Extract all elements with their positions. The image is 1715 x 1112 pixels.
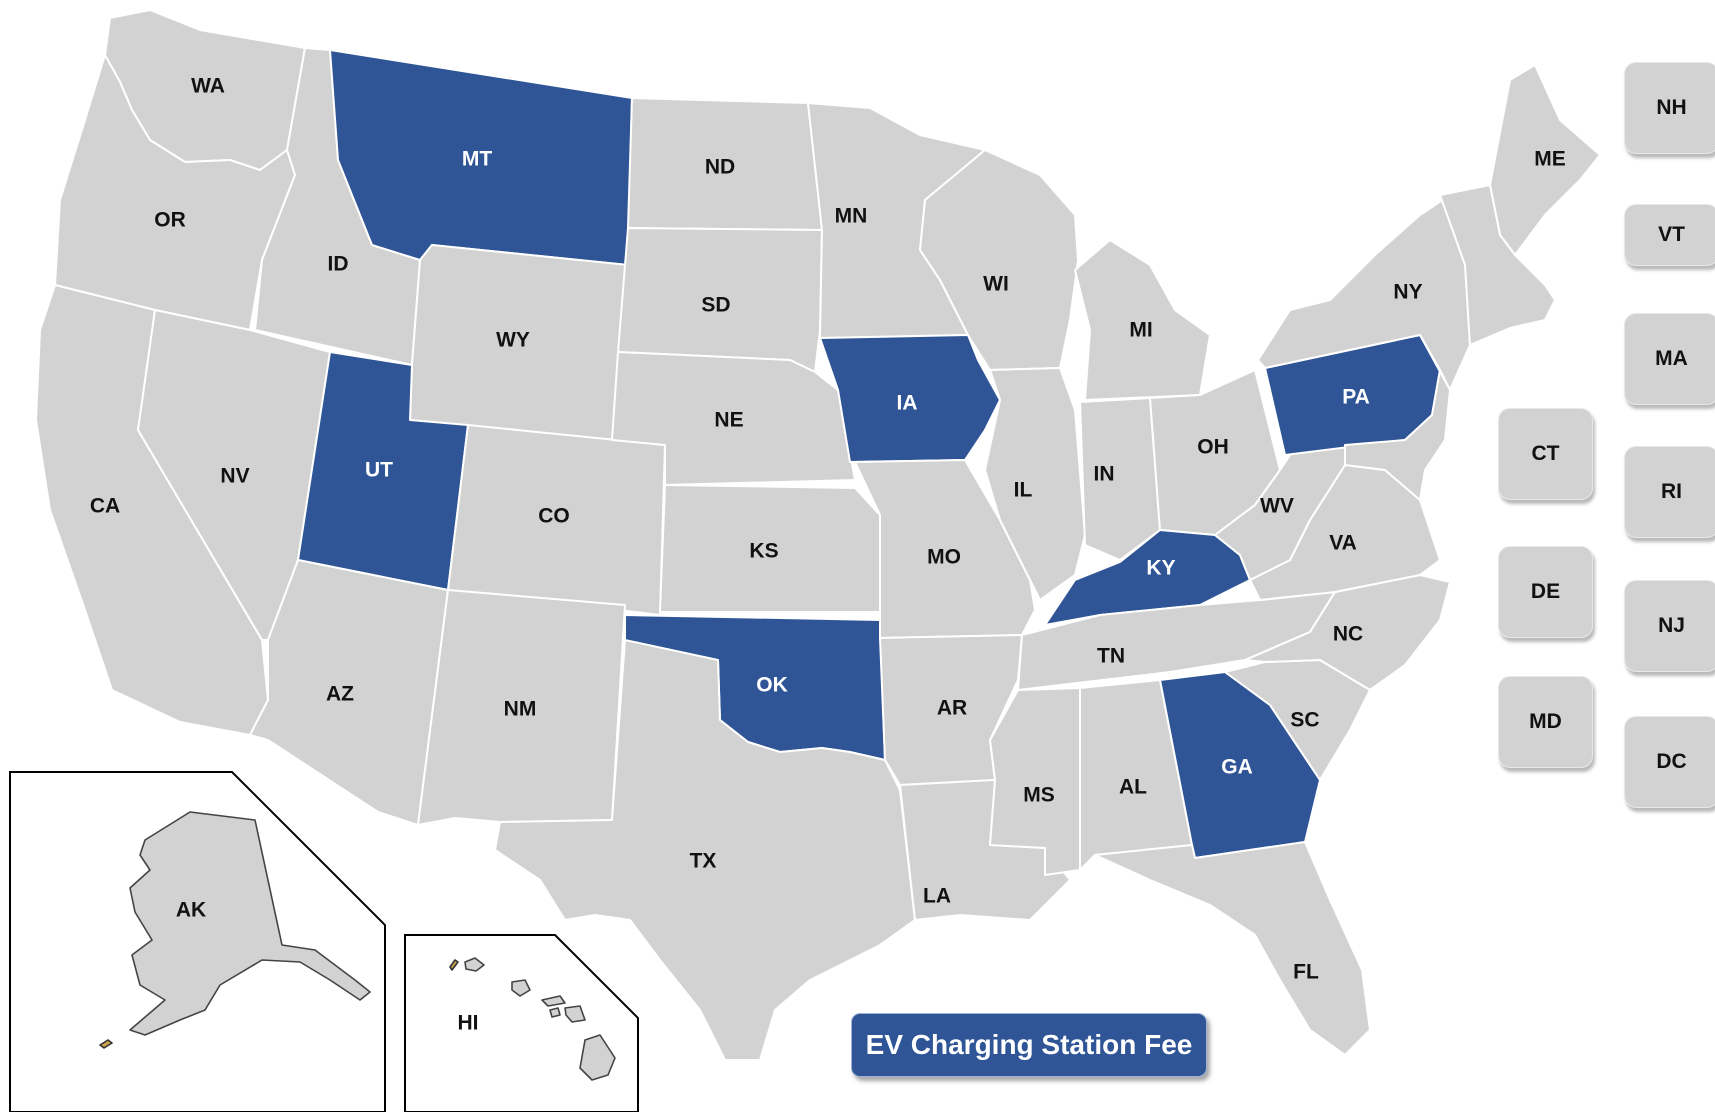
small-state-box-NJ[interactable]: NJ xyxy=(1624,580,1715,672)
state-ME[interactable] xyxy=(1489,64,1601,256)
state-IN[interactable] xyxy=(1079,397,1161,561)
legend-label: EV Charging Station Fee xyxy=(865,1029,1193,1060)
alaska-inset xyxy=(9,771,386,1112)
state-KS[interactable] xyxy=(659,484,881,613)
small-state-label: MD xyxy=(1529,710,1562,733)
state-MI[interactable] xyxy=(1074,239,1211,401)
state-NM[interactable] xyxy=(417,589,626,826)
state-mid-atlantic-fill xyxy=(1344,334,1451,501)
alaska-aleutians-orange xyxy=(99,1039,113,1049)
hawaii-island-niihau-orange xyxy=(449,959,459,971)
state-WI[interactable] xyxy=(919,149,1079,371)
small-state-box-MD[interactable]: MD xyxy=(1498,676,1593,768)
hawaii-island-lanai xyxy=(549,1007,561,1018)
hawaii-island-maui xyxy=(564,1005,586,1023)
state-IL[interactable] xyxy=(984,367,1086,601)
small-state-label: DE xyxy=(1530,580,1561,603)
state-CO[interactable] xyxy=(447,424,666,616)
small-state-label: NJ xyxy=(1658,614,1685,637)
small-state-box-CT[interactable]: CT xyxy=(1498,408,1593,500)
hawaii-inset-frame xyxy=(404,934,639,1112)
state-ND[interactable] xyxy=(627,97,823,231)
hawaii-island-molokai xyxy=(541,995,566,1007)
state-TX[interactable] xyxy=(494,639,916,1061)
state-AK[interactable] xyxy=(129,811,371,1036)
state-WY[interactable] xyxy=(409,244,629,441)
hawaii-inset xyxy=(404,934,639,1112)
state-shapes xyxy=(35,9,1601,1061)
small-state-box-MA[interactable]: MA xyxy=(1624,313,1715,405)
state-SD[interactable] xyxy=(617,227,823,373)
small-state-label: RI xyxy=(1661,480,1682,503)
state-MT[interactable] xyxy=(329,49,633,266)
small-state-box-DC[interactable]: DC xyxy=(1624,716,1715,808)
hawaii-island-oahu xyxy=(511,979,531,997)
small-state-label: MA xyxy=(1655,347,1688,370)
small-state-label: DC xyxy=(1656,750,1687,773)
small-state-box-VT[interactable]: VT xyxy=(1624,204,1715,266)
state-HI[interactable] xyxy=(579,1034,616,1081)
small-state-label: NH xyxy=(1656,96,1687,119)
state-IA[interactable] xyxy=(819,334,1001,463)
small-state-box-DE[interactable]: DE xyxy=(1498,546,1593,638)
small-state-label: VT xyxy=(1658,223,1685,246)
state-NE[interactable] xyxy=(611,351,856,486)
state-NE-cluster xyxy=(1439,184,1556,346)
state-FL[interactable] xyxy=(1094,841,1371,1056)
small-state-label: CT xyxy=(1531,442,1560,465)
small-state-box-NH[interactable]: NH xyxy=(1624,62,1715,154)
legend-ev-charging-station-fee: EV Charging Station Fee xyxy=(851,1013,1207,1077)
small-state-box-RI[interactable]: RI xyxy=(1624,446,1715,538)
hawaii-island-kauai xyxy=(464,957,485,972)
state-MO[interactable] xyxy=(854,459,1036,639)
state-NC[interactable] xyxy=(1244,574,1451,691)
